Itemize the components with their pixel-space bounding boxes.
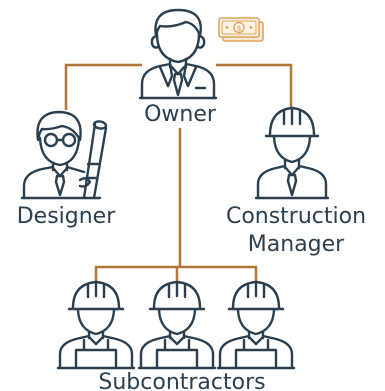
- svg-text:$: $: [236, 24, 241, 33]
- hardhat-worker-icon: [56, 280, 136, 370]
- hardhat-worker-icon: [137, 280, 217, 370]
- architect-with-blueprints-icon: [20, 110, 108, 200]
- connector-owner-designer: [64, 63, 142, 110]
- businessman-icon: [138, 8, 218, 100]
- connector-owner-construction-manager: [216, 63, 293, 107]
- hardhat-worker-icon: [216, 280, 296, 370]
- subcontractors-label: Subcontractors: [98, 370, 265, 391]
- connector-lines: [64, 63, 293, 282]
- subcontractor-worker-3: [216, 280, 296, 370]
- construction-manager-label-line-2: Manager: [248, 232, 345, 257]
- subcontractor-worker-2: [137, 280, 217, 370]
- money-bill-icon: $: [218, 17, 264, 42]
- hardhat-worker-icon: [254, 106, 330, 200]
- owner-label: Owner: [144, 102, 217, 127]
- subcontractor-worker-1: [56, 280, 136, 370]
- construction-manager-label-line-1: Construction: [226, 204, 366, 229]
- designer-label: Designer: [17, 204, 116, 229]
